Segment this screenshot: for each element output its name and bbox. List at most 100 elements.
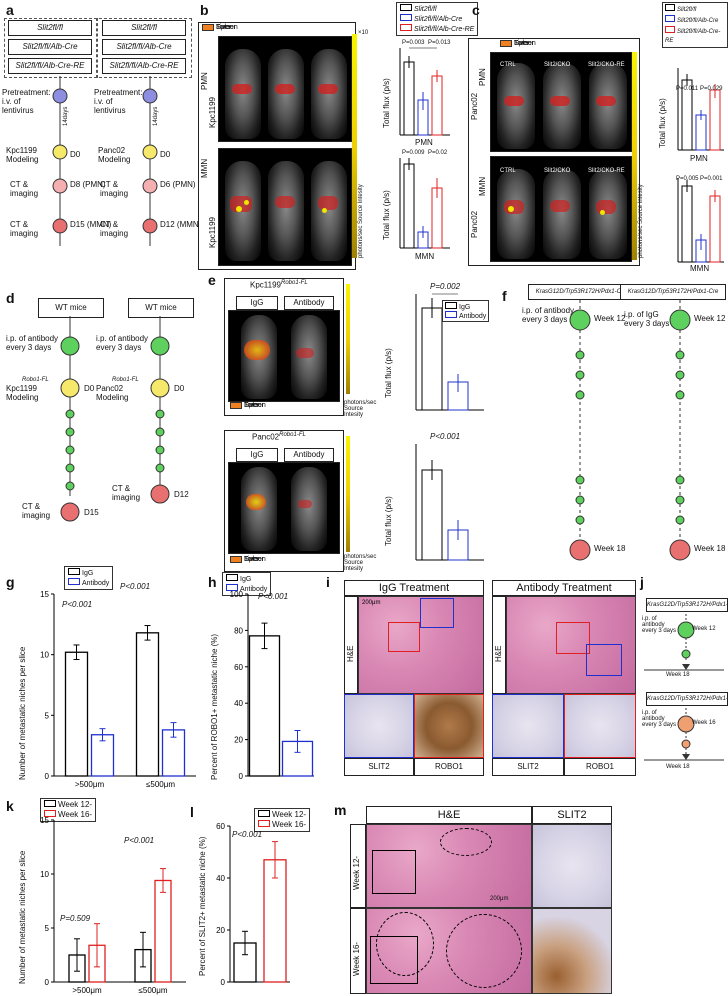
legend-item: Slit2fl/fl/Alb-Cre (665, 15, 725, 26)
liver-signal (232, 84, 252, 94)
model-label: Panc02 (470, 92, 479, 120)
row-label-box (350, 908, 366, 994)
week-label: Week 18 (666, 672, 690, 678)
wt-mice-box: WT mice (38, 298, 104, 318)
d0-node (142, 144, 158, 160)
week18-node (669, 539, 691, 561)
y-label: Percent of ROBO1+ metastatic niche (%) (210, 633, 219, 780)
legend-item: Antibody (226, 584, 267, 594)
y-tick-label: 0 (45, 772, 50, 781)
step-text: CT & imaging (100, 180, 129, 198)
intensity-scale-bar (632, 52, 637, 260)
niche-outline (376, 912, 434, 976)
p-value: P=0.001 (700, 176, 723, 182)
p-value: P<0.001 (120, 582, 151, 591)
p-value: P=0.009 (402, 150, 425, 156)
panel-a-label: a (6, 2, 14, 18)
bar (248, 635, 281, 777)
legend-item: Slit2fl/fl/Alb-Cre-RE (665, 26, 725, 46)
p-value: P=0.002 (430, 282, 461, 291)
genotype-box: KrasG12D/Trp53R172H/Pdx1-Cre (528, 284, 634, 300)
liver-signal (318, 84, 338, 94)
p-value: P<0.001 (258, 592, 289, 601)
scale-top: ×10 (358, 30, 369, 36)
y-tick-label: 60 (216, 822, 225, 831)
zoom-box (372, 850, 416, 894)
x-tick-label: ≤500μm (146, 780, 175, 789)
row-label: H&E (494, 645, 503, 662)
col-label-slit2: SLIT2 (532, 806, 612, 824)
chart-legend: IgG Antibody (222, 572, 272, 596)
p-value: P=0.013 (428, 40, 451, 46)
bar-igg (421, 469, 443, 561)
p-value: P<0.001 (62, 600, 93, 609)
liver-signal (504, 200, 524, 214)
y-tick-label: 0 (45, 978, 50, 987)
row-label-pmn: PMN (200, 72, 209, 90)
zoom-box-red (556, 622, 590, 654)
y-tick-label: 60 (234, 663, 243, 672)
step-day: D0 (70, 150, 81, 159)
step-day: D0 (160, 150, 171, 159)
y-tick-label: 15 (40, 816, 49, 825)
week12-node (569, 309, 591, 331)
week-label: Week 12 (594, 314, 626, 323)
step-text: CT & imaging (10, 180, 39, 198)
end-day: D12 (174, 490, 189, 499)
panel-m-label: m (334, 802, 347, 818)
he-image-antibody (506, 596, 636, 694)
panel-b-mmn-chart (399, 158, 450, 249)
genotype-label: Slit2fl/fl/Alb-Cre (102, 39, 186, 55)
panel-c-chart-legend: Slit2fl/fl Slit2fl/fl/Alb-Cre Slit2fl/fl… (662, 2, 728, 48)
bar (135, 632, 160, 777)
pretreat-node (52, 88, 68, 104)
d0-node (60, 378, 80, 398)
y-tick-label: 0 (239, 772, 244, 781)
signal (246, 494, 266, 510)
d0-node (150, 378, 170, 398)
tumor-signal (244, 200, 249, 205)
row-label-pmn: PMN (478, 68, 487, 86)
row-label: H&E (346, 645, 355, 662)
y-tick-label: 10 (40, 870, 49, 879)
legend-item: IgG (226, 574, 267, 584)
treat-text: i.p. of antibody every 3 days (642, 616, 677, 634)
ihc-slit2-igg (344, 694, 414, 758)
mouse-image (224, 48, 262, 140)
genotype-label: Slit2fl/fl/Alb-Cre (8, 39, 92, 55)
panel-l-label: l (190, 804, 194, 820)
y-tick-label: 100 (230, 590, 244, 599)
panel-d-label: d (6, 290, 15, 306)
mouse-image (310, 48, 348, 140)
group-label: Antibody (284, 448, 334, 462)
panel-b-pmn-chart (399, 47, 450, 136)
mouse-image (496, 62, 536, 150)
legend-item: Slit2fl/fl (665, 4, 725, 15)
d0-node (52, 144, 68, 160)
week18-node (569, 539, 591, 561)
end-node (60, 502, 80, 522)
end-node (150, 484, 170, 504)
p-value: P<0.001 (430, 432, 461, 441)
step-text: CT & imaging (10, 220, 39, 238)
tumor-signal (508, 206, 514, 212)
genotype-box: KrasG12D/Trp53R172H/Pdx1-Cre (646, 692, 728, 706)
legend-item: Slit2fl/fl (400, 4, 474, 14)
y-tick-label: 5 (45, 924, 50, 933)
stain-label: ROBO1 (414, 758, 484, 776)
step-text: Panc02 Modeling (98, 146, 131, 164)
panel-j-bottom-timeline (644, 708, 724, 761)
ihc-robo1-antibody (564, 694, 636, 758)
mouse-image (588, 168, 628, 260)
days-label: 14days (63, 106, 69, 126)
ihc-week16 (532, 908, 612, 994)
genotype-label: Slit2fl/fl/Alb-Cre-RE (102, 58, 186, 74)
bar (709, 195, 721, 263)
d6-node (142, 178, 158, 194)
step-day: D6 (PMN) (160, 180, 196, 189)
panel-i-label: i (326, 574, 330, 590)
genotype-group-box (4, 18, 192, 78)
genotype-label: Slit2fl/fl (8, 20, 92, 36)
legend-item: Slit2fl/fl/Alb-Cre (400, 14, 474, 24)
